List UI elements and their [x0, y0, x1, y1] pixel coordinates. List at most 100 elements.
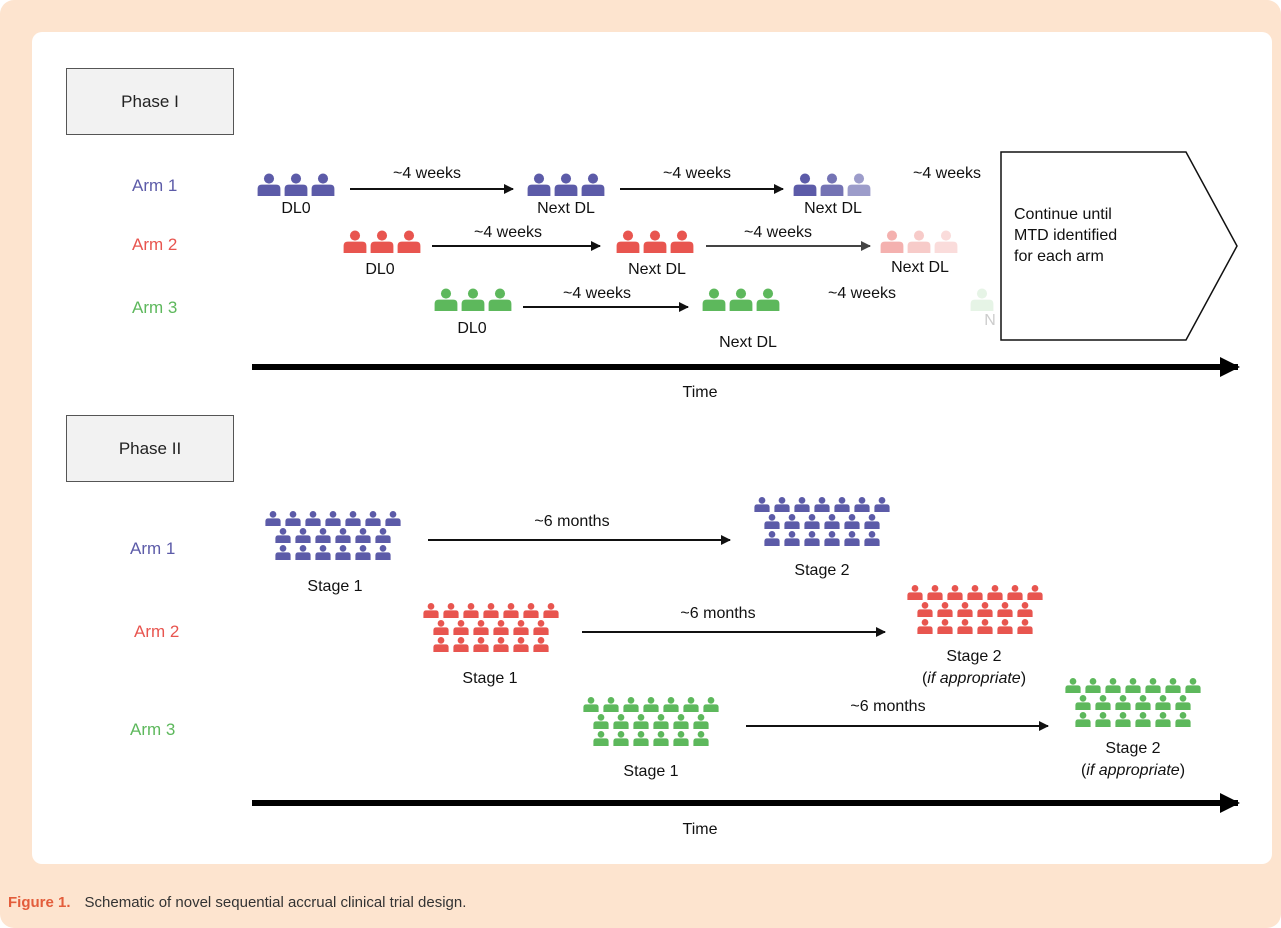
p1-arm1-next2-group-person-3 — [847, 173, 871, 196]
p1-arm2-dl0: DL0 — [365, 261, 395, 278]
p2-arm2-stage1-r1-p2 — [443, 603, 459, 618]
p2-arm2-stage1-r1-p1 — [423, 603, 439, 618]
figure-caption: Figure 1.Schematic of novel sequential a… — [8, 894, 466, 911]
p2-arm3-stage1-r1-p2 — [603, 697, 619, 712]
p2-arm1-stage1-r2-p6 — [375, 528, 391, 543]
p2-arm2-stage2-r1-p1 — [907, 585, 923, 600]
p2-arm1-stage2-r1-p5 — [834, 497, 850, 512]
p1-arm3-next1-group-person-3 — [756, 288, 780, 311]
p1-time-label: Time — [682, 384, 718, 401]
p2-arm3-stage1-r3-p6 — [693, 731, 709, 746]
p2-arm1-stage1-r1-p3 — [305, 511, 321, 526]
p2-arm2-stage1-r3-p4 — [493, 637, 509, 652]
people-layer — [257, 173, 1201, 746]
continue-text: Continue until MTD identified for each a… — [1014, 204, 1184, 267]
p2-arm2-note-text: if appropriate — [927, 670, 1021, 687]
p2-arm2-stage1-r2-p6 — [533, 620, 549, 635]
p2-arm2-stage1-r2-p2 — [453, 620, 469, 635]
p1-arm1-dl0: DL0 — [281, 200, 311, 217]
p2-arm3-stage2-r2-p4 — [1135, 695, 1151, 710]
p2-arm3-stage2-r3-p2 — [1095, 712, 1111, 727]
p2-arm3-stage2-r1-p4 — [1125, 678, 1141, 693]
p2-arm3-stage1-r3-p5 — [673, 731, 689, 746]
p2-arm3-stage1-r2-p1 — [593, 714, 609, 729]
p2-arm3-stage2-r2-p5 — [1155, 695, 1171, 710]
p2-arm1-stage1-r2-p1 — [275, 528, 291, 543]
p2-arm2-stage2: Stage 2 — [946, 648, 1002, 665]
p2-arm3-stage1-r3-p3 — [633, 731, 649, 746]
p2-arm2-stage2-r1-p7 — [1027, 585, 1043, 600]
p2-arm1-stage2: Stage 2 — [794, 562, 850, 579]
p2-arm1-stage1-r2-p5 — [355, 528, 371, 543]
p2-arm3-stage1-r3-p1 — [593, 731, 609, 746]
p1-arm2-next1-group-person-2 — [643, 230, 667, 253]
p1-arm3-dl0-group-person-2 — [461, 288, 485, 311]
p1-arm2-next1-group-person-1 — [616, 230, 640, 253]
p2-arm1-stage1-r3-p6 — [375, 545, 391, 560]
p2-arm2-stage1-r1-p6 — [523, 603, 539, 618]
p2-arm1-stage1: Stage 1 — [307, 578, 363, 595]
caption-label: Figure 1. — [8, 894, 71, 911]
p1-arm2-next2-group-person-1 — [880, 230, 904, 253]
p1-arm1-interval-2: ~4 weeks — [662, 165, 732, 182]
p2-arm2-stage2-r2-p1 — [917, 602, 933, 617]
p2-arm1-stage1-r1-p4 — [325, 511, 341, 526]
p2-arm3-stage2-r1-p2 — [1085, 678, 1101, 693]
p2-arm1-stage1-r1-p1 — [265, 511, 281, 526]
p2-arm3-stage1-r2-p2 — [613, 714, 629, 729]
p2-arm2-stage2-r3-p4 — [977, 619, 993, 634]
p1-arm2-next2-group-person-3 — [934, 230, 958, 253]
p2-arm3-stage1-r2-p5 — [673, 714, 689, 729]
p2-arm3-stage1-r1-p5 — [663, 697, 679, 712]
p1-arm1-next2-group-person-2 — [820, 173, 844, 196]
continue-pentagon — [1000, 151, 1238, 341]
p2-arm2-label: Arm 2 — [134, 622, 180, 641]
p2-arm3-note: (if appropriate) — [1080, 762, 1186, 779]
p2-arm2-stage1-r1-p4 — [483, 603, 499, 618]
p2-arm2-stage2-r3-p6 — [1017, 619, 1033, 634]
p2-arm1-stage2-r1-p7 — [874, 497, 890, 512]
p1-arm3-interval-1: ~4 weeks — [562, 285, 632, 302]
p1-arm3-next2-person — [970, 288, 994, 311]
p2-arm1-stage1-r2-p3 — [315, 528, 331, 543]
p2-arm1-stage1-r1-p6 — [365, 511, 381, 526]
p2-arm3-stage1-r2-p4 — [653, 714, 669, 729]
p1-arm2-next2-group-person-2 — [907, 230, 931, 253]
p2-arm1-stage2-r2-p1 — [764, 514, 780, 529]
p2-arm2-stage1-r3-p1 — [433, 637, 449, 652]
p2-arm3-stage1-r1-p6 — [683, 697, 699, 712]
p1-arm2-dl0-group-person-3 — [397, 230, 421, 253]
p1-arm2-dl0-group-person-1 — [343, 230, 367, 253]
p2-arm1-stage2-r1-p4 — [814, 497, 830, 512]
p1-arm3-next-dl-1: Next DL — [719, 334, 777, 351]
p2-arm3-stage2-r1-p7 — [1185, 678, 1201, 693]
p2-arm2-stage2-r3-p3 — [957, 619, 973, 634]
p2-arm3-label: Arm 3 — [130, 720, 176, 739]
continue-line-1: Continue until — [1014, 206, 1112, 223]
phase2-title-box: Phase II — [66, 415, 234, 482]
p2-arm3-stage1-r1-p7 — [703, 697, 719, 712]
p2-arm1-stage2-r2-p5 — [844, 514, 860, 529]
p2-arm1-interval: ~6 months — [534, 513, 610, 530]
p2-arm2-stage2-r3-p5 — [997, 619, 1013, 634]
p2-arm2-stage2-r2-p4 — [977, 602, 993, 617]
p2-arm2-stage1-r3-p3 — [473, 637, 489, 652]
p1-arm3-dl0-group-person-1 — [434, 288, 458, 311]
p1-arm2-next-dl-1: Next DL — [628, 261, 686, 278]
p1-arm1-interval-3: ~4 weeks — [912, 165, 982, 182]
p1-arm1-dl0-group-person-1 — [257, 173, 281, 196]
p2-arm1-stage2-r3-p6 — [864, 531, 880, 546]
p2-arm1-stage2-r3-p2 — [784, 531, 800, 546]
p1-arm1-dl0-group-person-3 — [311, 173, 335, 196]
p2-arm3-stage1: Stage 1 — [623, 763, 679, 780]
p2-arm2-stage1-r1-p7 — [543, 603, 559, 618]
p2-arm2-stage1-r2-p4 — [493, 620, 509, 635]
p1-arm2-next1-group-person-3 — [670, 230, 694, 253]
p2-arm3-stage1-r2-p6 — [693, 714, 709, 729]
p2-arm2-stage1-r3-p2 — [453, 637, 469, 652]
p2-arm3-stage1-r1-p1 — [583, 697, 599, 712]
p2-arm1-stage2-r1-p3 — [794, 497, 810, 512]
p2-arm2-stage1-r2-p5 — [513, 620, 529, 635]
p1-arm1-interval-1: ~4 weeks — [392, 165, 462, 182]
